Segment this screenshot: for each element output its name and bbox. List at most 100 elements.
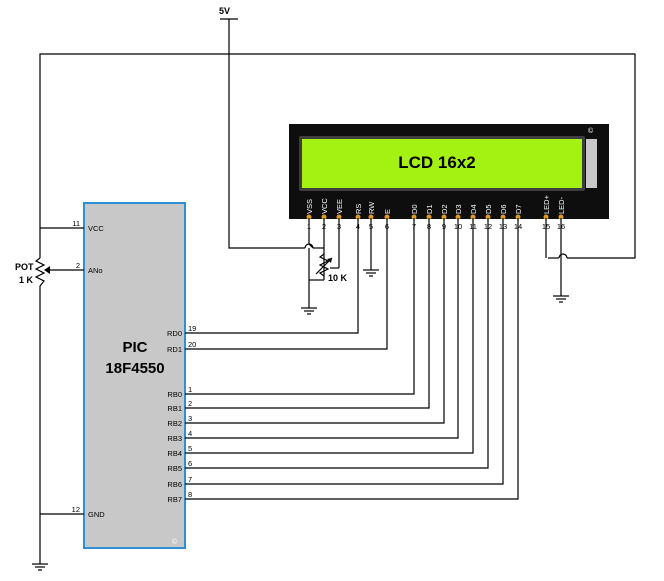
potentiometer-1k: POT 1 K xyxy=(15,257,50,287)
mcu-left-pin-name-gnd: GND xyxy=(88,510,105,519)
mcu-name-line2: 18F4550 xyxy=(105,360,164,377)
mcu-left-pin-number-vcc: 11 xyxy=(72,219,80,228)
lcd-pin-pad-13 xyxy=(500,214,506,220)
lcd-screen xyxy=(302,139,582,188)
mcu-left-pin-number-gnd: 12 xyxy=(72,505,80,514)
mcu-right-pin-number-rb1: 2 xyxy=(188,399,192,408)
lcd-pin-pad-9 xyxy=(441,214,447,220)
lcd-module: LCD 16x2 © VSS1VCC2VEE3RS4RW5E6D07D18D29… xyxy=(289,124,609,231)
mcu-right-pin-name-rb3: RB3 xyxy=(167,434,182,443)
lcd-pin-pad-5 xyxy=(368,214,374,220)
lcd-pin-name-12: D5 xyxy=(484,204,493,214)
lcd-pin-pad-7 xyxy=(411,214,417,220)
wire-rd0-rs xyxy=(185,218,359,334)
mcu-right-pin-number-rb4: 5 xyxy=(188,444,192,453)
lcd-pin-pad-16 xyxy=(558,214,564,220)
wire-rd1-e xyxy=(185,218,388,350)
lcd-pin-name-10: D3 xyxy=(454,204,463,214)
lcd-pin-pad-8 xyxy=(426,214,432,220)
lcd-pin-pad-4 xyxy=(355,214,361,220)
wire-rb6-d6 xyxy=(185,218,504,485)
pot-wiper-arrow xyxy=(44,266,50,274)
lcd-pin-name-13: D6 xyxy=(499,204,508,214)
trimmer-arrowhead xyxy=(327,258,332,263)
mcu-right-pin-name-rb6: RB6 xyxy=(167,480,182,489)
pot-label-line1: POT xyxy=(15,262,34,272)
mcu-right-pin-number-rb7: 8 xyxy=(188,490,192,499)
trimmer-zigzag xyxy=(318,253,330,277)
trimmer-label: 10 K xyxy=(328,273,348,283)
mcu-right-pin-name-rb4: RB4 xyxy=(167,449,182,458)
lcd-pin-pad-10 xyxy=(455,214,461,220)
lcd-pin-pad-3 xyxy=(336,214,342,220)
wire-rb4-d4 xyxy=(185,218,474,454)
lcd-title: LCD 16x2 xyxy=(398,153,475,172)
wire-rb7-d7 xyxy=(185,218,519,500)
mcu-left-pin-name-ano: ANo xyxy=(88,266,103,275)
wire-rb0-d0 xyxy=(185,218,415,395)
lcd-pin-name-6: E xyxy=(383,209,392,214)
mcu-left-pin-number-ano: 2 xyxy=(76,261,80,270)
lcd-pin-name-5: RW xyxy=(367,201,376,214)
mcu-right-pin-number-rd1: 20 xyxy=(188,340,196,349)
wire-rb5-d5 xyxy=(185,218,489,469)
wire-rb1-d1 xyxy=(185,218,430,409)
lcd-pin-pad-14 xyxy=(515,214,521,220)
ground-symbol-mcu xyxy=(32,563,48,571)
ground-symbol-led xyxy=(553,295,569,303)
lcd-pin-name-16: LED- xyxy=(557,196,566,214)
ground-symbol-rw xyxy=(363,269,379,277)
mcu-body xyxy=(83,202,186,549)
mcu-right-pin-number-rd0: 19 xyxy=(188,324,196,333)
supply-5v-label: 5V xyxy=(219,6,230,16)
lcd-pin-name-15: LED+ xyxy=(542,194,551,214)
mcu-right-pin-name-rd1: RD1 xyxy=(167,345,182,354)
lcd-backlight-strip xyxy=(586,139,597,188)
mcu-left-pin-name-vcc: VCC xyxy=(88,224,104,233)
pot-label-line2: 1 K xyxy=(19,275,34,285)
lcd-pin-name-1: VSS xyxy=(305,199,314,214)
wire-vcc-loop xyxy=(39,53,636,259)
lcd-pin-name-3: VEE xyxy=(335,199,344,214)
ground-symbol-vss xyxy=(301,307,317,315)
pot-zigzag xyxy=(34,257,46,287)
lcd-pin-pad-6 xyxy=(384,214,390,220)
mcu-right-pin-number-rb3: 4 xyxy=(188,429,192,438)
mcu-right-pin-number-rb5: 6 xyxy=(188,459,192,468)
mcu-copyright-mark: © xyxy=(172,538,178,546)
mcu-name-line1: PIC xyxy=(122,339,147,356)
mcu-right-pin-name-rb0: RB0 xyxy=(167,390,182,399)
wire-rb2-d2 xyxy=(185,218,445,424)
mcu-right-pin-name-rb7: RB7 xyxy=(167,495,182,504)
lcd-pin-name-9: D2 xyxy=(440,204,449,214)
lcd-pin-pad-15 xyxy=(543,214,549,220)
mcu-right-pin-name-rd0: RD0 xyxy=(167,329,182,338)
lcd-pin-name-8: D1 xyxy=(425,204,434,214)
trimmer-resistor: 10 K xyxy=(315,253,348,283)
mcu-right-pin-number-rb2: 3 xyxy=(188,414,192,423)
wire-5v-to-lcd-vcc xyxy=(228,19,305,249)
lcd-pin-name-14: D7 xyxy=(514,204,523,214)
mcu-right-pin-name-rb1: RB1 xyxy=(167,404,182,413)
mcu-right-pin-number-rb0: 1 xyxy=(188,385,192,394)
lcd-pin-pad-2 xyxy=(321,214,327,220)
wire-vss-down xyxy=(308,218,314,249)
wire-led-crossover xyxy=(558,253,568,259)
lcd-pin-name-2: VCC xyxy=(320,198,329,214)
lcd-copyright-mark: © xyxy=(588,127,594,135)
lcd-pin-name-4: RS xyxy=(354,204,363,214)
mcu-right-pin-name-rb5: RB5 xyxy=(167,464,182,473)
wire-rb3-d3 xyxy=(185,218,459,439)
lcd-pin-pad-1 xyxy=(306,214,312,220)
data-bus-wires xyxy=(185,218,519,500)
mcu-right-pin-number-rb6: 7 xyxy=(188,475,192,484)
lcd-pin-pad-11 xyxy=(470,214,476,220)
mcu-right-pin-name-rb2: RB2 xyxy=(167,419,182,428)
lcd-pin-name-7: D0 xyxy=(410,204,419,214)
lcd-pin-name-11: D4 xyxy=(469,204,478,214)
lcd-pin-pad-12 xyxy=(485,214,491,220)
